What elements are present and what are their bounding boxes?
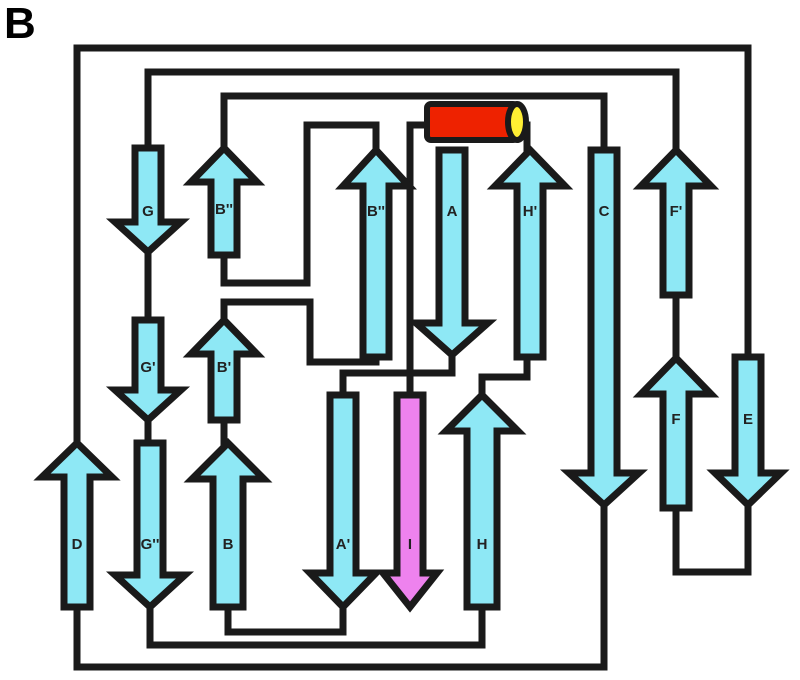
strand-label-h: H (477, 536, 488, 553)
strand-f1 (632, 144, 720, 299)
strand-label-f: F (671, 411, 680, 428)
strand-h1 (486, 144, 574, 361)
strand-g1 (105, 316, 191, 425)
strand-a1 (301, 391, 385, 613)
loop-a-a1 (339, 351, 456, 399)
strand-f (632, 352, 720, 512)
panel-label: B (4, 0, 36, 48)
loop-b1-b2 (220, 121, 380, 287)
loop-d-c-bottom (73, 501, 608, 671)
strand-label-i: I (408, 536, 412, 553)
strand-label-b2: B'' (215, 201, 233, 218)
strand-label-b3: B'' (367, 203, 385, 220)
strand-label-g1: G' (140, 359, 155, 376)
strand-i (375, 391, 445, 613)
strand-label-b1: B' (217, 359, 231, 376)
strand-label-e: E (743, 411, 753, 428)
strand-b (183, 438, 273, 611)
strand-b3 (335, 144, 417, 361)
strand-g2 (105, 439, 195, 612)
strand-label-f1: F' (670, 203, 683, 220)
strand-label-h1: H' (523, 203, 537, 220)
strand-b1 (182, 314, 266, 424)
connecting-loops (73, 44, 752, 671)
helix-body (424, 101, 520, 143)
strand-label-d: D (72, 536, 83, 553)
strand-label-g2: G'' (141, 536, 160, 553)
loop-d-c-top (73, 44, 752, 449)
loop-b-a1-bottom (224, 603, 347, 636)
loop-b1-c (220, 92, 608, 154)
strand-label-a: A (447, 203, 458, 220)
strand-h (437, 390, 527, 611)
loop-g2-h-bottom (146, 603, 486, 649)
loop-h1-h (478, 353, 531, 402)
strand-a (406, 146, 498, 360)
strand-label-b: B (223, 536, 234, 553)
strand-label-g: G (142, 203, 154, 220)
strand-label-a1: A' (336, 536, 350, 553)
loop-f-e-bottom (672, 501, 752, 576)
loop-b-b1 (220, 298, 380, 366)
strand-g (105, 144, 191, 257)
strand-d (33, 438, 121, 611)
strand-b2 (182, 142, 266, 259)
beta-strands: G G' G'' D B'' B' B B'' A A' I H' H C F' F E (33, 142, 790, 613)
helix-end-cap (505, 101, 529, 143)
loop-g-top (144, 68, 680, 156)
strand-c (559, 146, 649, 510)
alpha-helix (424, 101, 529, 143)
strand-e (706, 353, 790, 510)
strand-label-c: C (599, 203, 610, 220)
loop-a-h1 (406, 121, 434, 394)
